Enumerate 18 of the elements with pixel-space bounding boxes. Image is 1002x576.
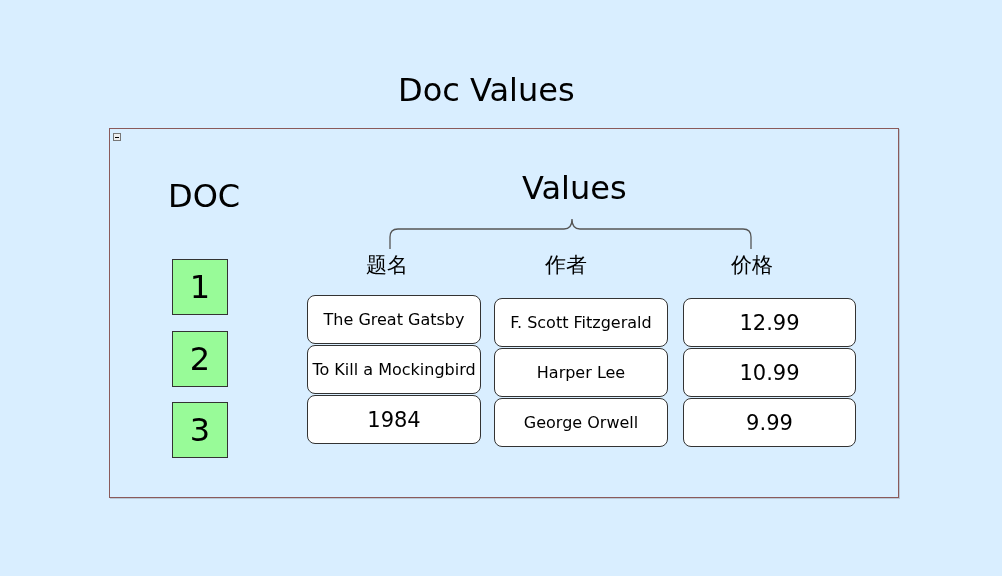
value-cell: 12.99 bbox=[683, 298, 856, 347]
heading: DOC bbox=[168, 177, 241, 215]
value-cell: George Orwell bbox=[494, 398, 668, 447]
heading: Values bbox=[522, 169, 627, 207]
value-cell: F. Scott Fitzgerald bbox=[494, 298, 668, 347]
value-cell: 10.99 bbox=[683, 348, 856, 397]
document-id-box: 2 bbox=[172, 331, 228, 387]
column-header: 题名 bbox=[366, 252, 408, 279]
value-cell: 1984 bbox=[307, 395, 481, 444]
value-cell: 9.99 bbox=[683, 398, 856, 447]
value-cell: To Kill a Mockingbird bbox=[307, 345, 481, 394]
diagram-title: Doc Values bbox=[398, 71, 575, 109]
document-id-box: 1 bbox=[172, 259, 228, 315]
column-header: 作者 bbox=[545, 252, 587, 279]
column-header: 价格 bbox=[731, 252, 773, 279]
value-cell: The Great Gatsby bbox=[307, 295, 481, 344]
value-cell: Harper Lee bbox=[494, 348, 668, 397]
document-id-box: 3 bbox=[172, 402, 228, 458]
